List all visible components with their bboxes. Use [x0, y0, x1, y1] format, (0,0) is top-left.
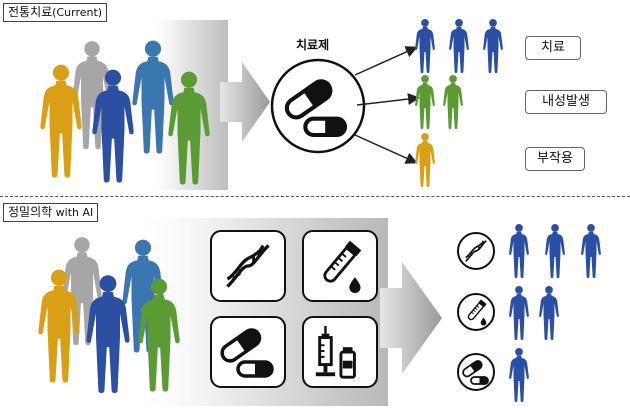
dna-circle-small [457, 232, 495, 270]
section-label-traditional: 전통치료(Current) [3, 3, 108, 22]
section-label-main: 정밀의학 [8, 205, 53, 219]
bottom-population-group [38, 237, 180, 394]
outcome-side-effect: 부작용 [525, 147, 585, 171]
outcome-people-sideeffect [415, 133, 435, 188]
person-green [168, 71, 210, 185]
section-label-main: 전통치료 [8, 5, 53, 19]
section-label-sub: with AI [52, 206, 94, 219]
dna-icon-box [210, 230, 286, 302]
outcome-resistance: 내성발생 [525, 90, 607, 114]
top-population-group [40, 40, 210, 185]
section-label-sub: (Current) [52, 6, 103, 19]
test-tube-circle-small [457, 293, 495, 331]
test-tube-icon-box [302, 230, 378, 302]
outcome-people-treated [415, 19, 503, 74]
precision-row-3-people [509, 348, 529, 403]
precision-row-2-people [509, 286, 559, 341]
drug-circle [270, 58, 366, 154]
outcome-arrows [354, 46, 420, 164]
precision-row-1-people [509, 224, 601, 279]
pill-circle-small [457, 353, 495, 391]
section-label-precision: 정밀의학 with AI [3, 203, 99, 222]
section-divider [0, 196, 630, 197]
drug-title: 치료제 [296, 38, 330, 52]
syringe-vial-icon-box [302, 316, 378, 388]
outcome-people-resistance [415, 75, 463, 130]
pill-icon-box [210, 316, 286, 388]
person-blue [132, 40, 174, 154]
outcome-treated: 치료 [525, 36, 581, 60]
